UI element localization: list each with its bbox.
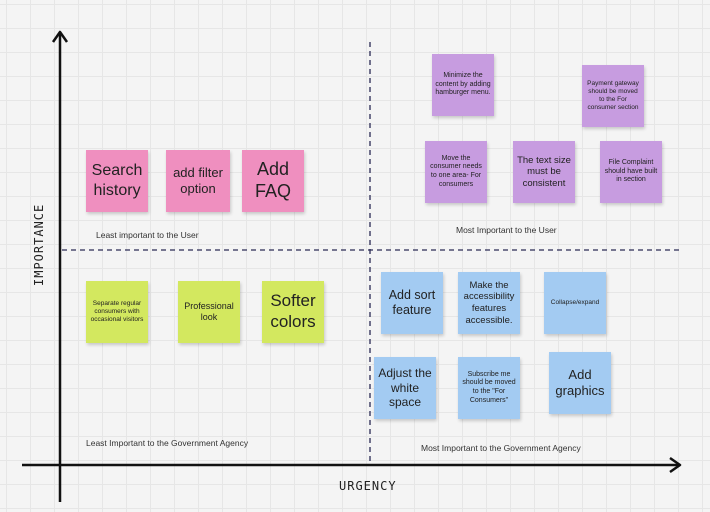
sticky-note-add-filter-option[interactable]: add filter option (166, 150, 230, 212)
sticky-note-professional-look[interactable]: Professional look (178, 281, 240, 343)
sticky-note-add-graphics[interactable]: Add graphics (549, 352, 611, 414)
y-axis-arrowhead (51, 30, 69, 43)
sticky-note-softer-colors[interactable]: Softer colors (262, 281, 324, 343)
sticky-note-adjust-white-space[interactable]: Adjust the white space (374, 357, 436, 419)
quadrant-label-top-right: Most Important to the User (456, 225, 557, 235)
sticky-note-text-size[interactable]: The text size must be consistent (513, 141, 575, 203)
sticky-note-payment-gateway[interactable]: Payment gateway should be moved to the F… (582, 65, 644, 127)
sticky-note-separate-consumers[interactable]: Separate regular consumers with occasion… (86, 281, 148, 343)
sticky-note-collapse-expand[interactable]: Collapse/expand (544, 272, 606, 334)
sticky-note-add-sort-feature[interactable]: Add sort feature (381, 272, 443, 334)
x-axis-title: URGENCY (339, 479, 397, 493)
sticky-note-subscribe-me[interactable]: Subscribe me should be moved to the "For… (458, 357, 520, 419)
quadrant-label-top-left: Least important to the User (96, 230, 199, 240)
sticky-note-move-consumer-needs[interactable]: Move the consumer needs to one area- For… (425, 141, 487, 203)
x-axis-arrowhead (669, 456, 682, 474)
sticky-note-minimize-content[interactable]: Minimize the content by adding hamburger… (432, 54, 494, 116)
quadrant-label-bottom-left: Least Important to the Government Agency (86, 438, 249, 448)
quadrant-label-bottom-right: Most Important to the Government Agency (421, 443, 581, 453)
sticky-note-file-complaint[interactable]: File Complaint should have built in sect… (600, 141, 662, 203)
sticky-note-accessibility[interactable]: Make the accessibility features accessib… (458, 272, 520, 334)
sticky-note-add-faq[interactable]: Add FAQ (242, 150, 304, 212)
y-axis-title: IMPORTANCE (32, 203, 46, 286)
sticky-note-search-history[interactable]: Search history (86, 150, 148, 212)
